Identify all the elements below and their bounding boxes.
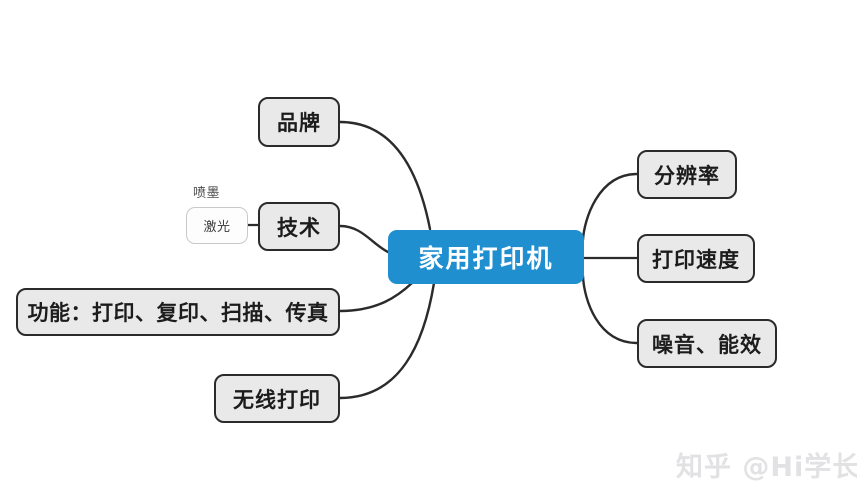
edge-brand <box>338 120 432 231</box>
branch-node-tech[interactable]: 技术 <box>258 202 340 251</box>
edge-tech <box>338 224 390 254</box>
sub-node-laser[interactable]: 激光 <box>186 207 248 244</box>
branch-node-noise-efficiency[interactable]: 噪音、能效 <box>637 319 777 368</box>
edge-dpi <box>581 172 639 242</box>
edge-wireless <box>338 281 436 400</box>
branch-node-resolution[interactable]: 分辨率 <box>637 150 737 199</box>
watermark: 知乎 @Hi学长 <box>676 452 857 483</box>
branch-node-brand[interactable]: 品牌 <box>258 97 340 147</box>
sub-node-inkjet[interactable]: 喷墨 <box>193 186 221 201</box>
edge-noise <box>581 274 639 345</box>
branch-node-wireless[interactable]: 无线打印 <box>214 374 340 423</box>
central-node-home-printer[interactable]: 家用打印机 <box>388 230 584 284</box>
branch-node-function[interactable]: 功能：打印、复印、扫描、传真 <box>16 288 340 336</box>
edge-function <box>338 281 414 313</box>
branch-node-print-speed[interactable]: 打印速度 <box>637 234 755 283</box>
